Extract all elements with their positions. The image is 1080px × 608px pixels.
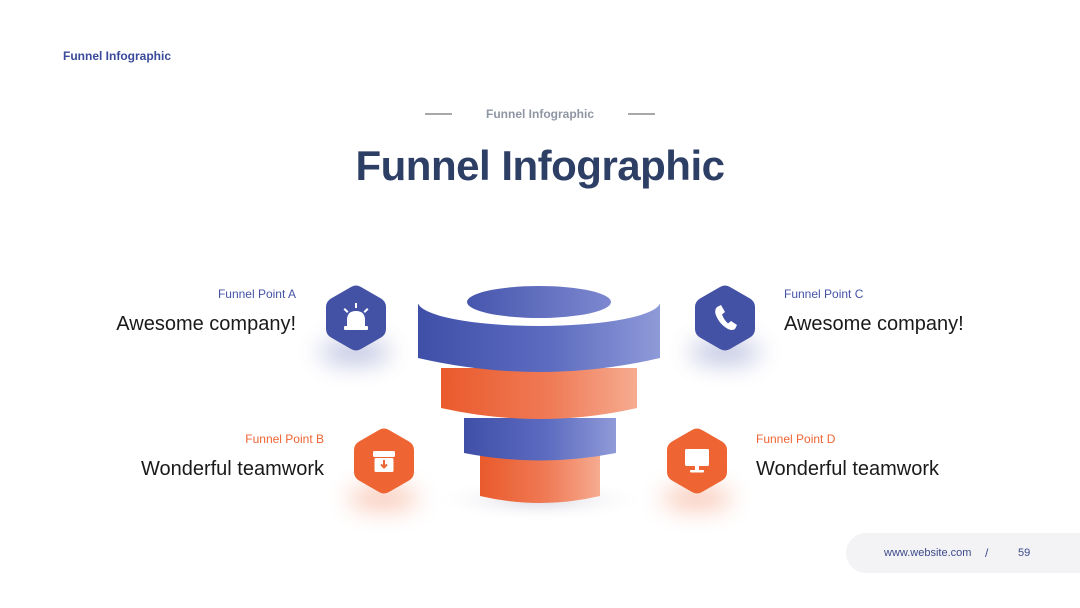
funnel-graphic xyxy=(418,278,660,522)
eyebrow-line-right xyxy=(628,113,655,115)
top-label: Funnel Infographic xyxy=(63,49,171,63)
point-c-hexagon xyxy=(695,284,755,352)
funnel-tier-4 xyxy=(480,453,600,503)
footer-pill xyxy=(846,533,1080,573)
phone-icon xyxy=(715,305,737,330)
point-b-label: Funnel Point B xyxy=(245,432,324,446)
page-number: 59 xyxy=(1018,547,1031,559)
funnel-tier-2 xyxy=(441,368,637,419)
funnel-opening xyxy=(467,286,611,318)
monitor-icon xyxy=(685,449,709,473)
point-d-hexagon xyxy=(667,427,727,495)
point-a-text: Awesome company! xyxy=(116,313,296,335)
eyebrow-line-left xyxy=(425,113,452,115)
eyebrow-row: Funnel Infographic xyxy=(0,107,1080,121)
page-title: Funnel Infographic xyxy=(355,142,725,189)
point-b-hexagon xyxy=(354,427,414,495)
footer-url[interactable]: www.website.com xyxy=(884,547,972,559)
point-a-label: Funnel Point A xyxy=(217,287,296,301)
alarm-light-icon xyxy=(343,303,369,330)
point-a-hexagon xyxy=(326,284,386,352)
archive-box-icon xyxy=(373,451,395,472)
eyebrow-text: Funnel Infographic xyxy=(486,107,594,121)
point-c-text: Awesome company! xyxy=(784,313,964,335)
footer-separator: / xyxy=(985,546,989,560)
point-b-text: Wonderful teamwork xyxy=(140,458,324,480)
funnel-tier-3 xyxy=(464,418,616,461)
point-d-text: Wonderful teamwork xyxy=(756,458,940,480)
point-d-label: Funnel Point D xyxy=(756,432,836,446)
point-c-label: Funnel Point C xyxy=(784,287,864,301)
